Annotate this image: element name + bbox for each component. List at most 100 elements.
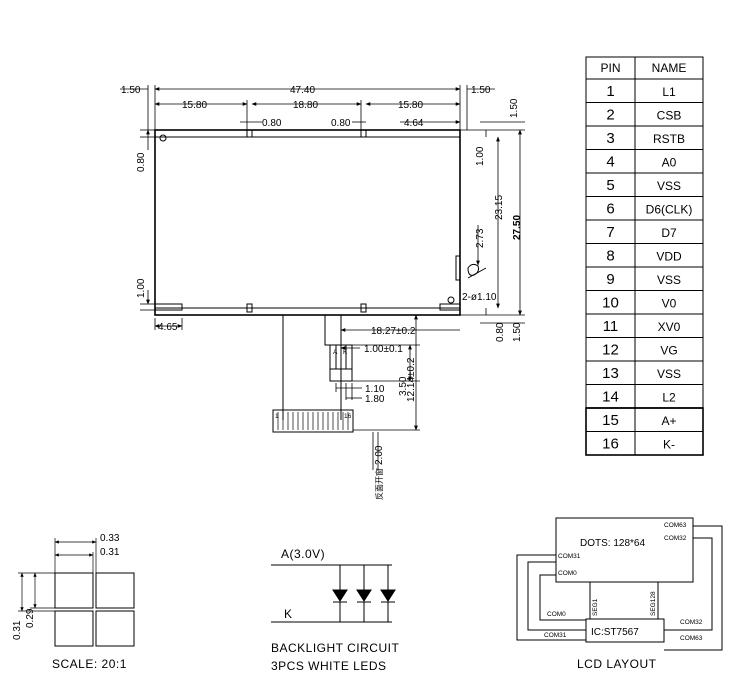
lcd-com32-bottom: COM32	[680, 619, 703, 626]
pixel-dot-3	[54, 610, 94, 647]
anode-label: A(3.0V)	[281, 547, 325, 561]
scale-dot-w: 0.31	[100, 547, 120, 558]
pin-number: 2	[606, 107, 614, 124]
pin-number: 11	[603, 318, 619, 335]
dim-fpc-tab-width: 1.00±0.1	[364, 344, 403, 355]
dim-left-bottom-tab: 1.00	[136, 278, 147, 298]
fpc-pin-last: 16	[344, 413, 352, 420]
top-notch-left	[246, 129, 253, 138]
led-3	[380, 565, 396, 622]
dim-top-left-margin: 1.50	[121, 85, 141, 96]
scale-label: SCALE: 20:1	[52, 657, 127, 671]
dim-bottom-left-offset: 4.65	[158, 322, 178, 333]
pin-name: L2	[662, 391, 676, 405]
dim-left-top-tab: 0.80	[136, 152, 147, 172]
pin-name: V0	[662, 297, 677, 311]
tab-label-a: A	[333, 349, 338, 356]
pin-name: D6(CLK)	[646, 203, 693, 217]
scale-pitch-h: 0.33	[100, 533, 120, 544]
lcd-com0-left: COM0	[558, 570, 577, 577]
dimension-lines	[120, 85, 525, 470]
pin-table-row: 14 L2	[602, 389, 676, 406]
dim-top-right-margin: 1.50	[471, 85, 491, 96]
pin-number: 1	[606, 83, 614, 100]
tab-label-k: K	[343, 349, 348, 356]
pin-number: 16	[602, 436, 619, 453]
lcd-com31-left: COM31	[558, 553, 581, 560]
pin-name: K-	[663, 438, 675, 452]
pin-number: 10	[602, 295, 619, 312]
pin-number: 5	[606, 177, 614, 194]
lcd-com63-top: COM63	[664, 522, 687, 529]
pixel-dot-1	[54, 572, 94, 609]
pin-table-row: 2 CSB	[606, 107, 681, 124]
dim-fpc-offset: 18.27±0.2	[371, 326, 416, 337]
dim-fpc-tab-height: 3.50	[398, 376, 409, 396]
lcd-com32-top: COM32	[664, 535, 687, 542]
dim-right-height-total: 27.50	[512, 215, 523, 240]
pixel-dot-4	[95, 610, 135, 647]
lcd-layout-caption: LCD LAYOUT	[577, 657, 657, 671]
cathode-label: K	[284, 607, 293, 621]
pin-table-row: 10 V0	[602, 295, 677, 312]
right-bracket	[455, 255, 461, 281]
pin-table-row: 3 RSTB	[606, 130, 685, 147]
dim-fpc-bend-width: 2.00	[374, 445, 385, 465]
fpc-tail	[272, 314, 354, 433]
pin-table-row: 5 VSS	[606, 177, 681, 194]
scale-pitch-v: 0.31	[12, 620, 23, 640]
dim-segment-right: 15.80	[398, 100, 423, 111]
pin-number: 9	[606, 271, 614, 288]
pin-name: VSS	[657, 179, 681, 193]
mount-hole-bottom-right	[447, 296, 455, 304]
dim-segment-left: 15.80	[182, 100, 207, 111]
pin-name: VDD	[656, 250, 682, 264]
pin-number: 3	[606, 130, 614, 147]
mount-hole-top-left	[159, 134, 167, 142]
pin-number: 14	[602, 389, 619, 406]
right-hole-detail	[467, 263, 479, 276]
lcd-com0-bottom: COM0	[547, 611, 566, 618]
lcd-com63-bottom: COM63	[680, 635, 703, 642]
backlight-caption-2: 3PCS WHITE LEDS	[271, 659, 387, 673]
pin-table-row: 16 K-	[602, 436, 675, 453]
lcd-seg128: SEG128	[650, 591, 657, 616]
fpc-note: 反面开窗	[374, 468, 384, 500]
pin-number: 6	[606, 201, 614, 218]
left-bottom-tab	[154, 303, 183, 311]
pixel-dot-2	[95, 572, 135, 609]
dim-right-bottom-margin: 1.50	[512, 322, 523, 342]
pin-table-header-name: NAME	[652, 61, 687, 75]
pin-number: 4	[606, 154, 614, 171]
pin-number: 12	[602, 342, 619, 359]
lcd-layout-diagram	[516, 517, 723, 651]
right-bottom-tab	[439, 303, 461, 311]
pin-table-header-pin: PIN	[600, 61, 620, 75]
lcd-seg1: SEG1	[592, 598, 599, 616]
dim-right-top-tab: 1.00	[475, 146, 486, 166]
led-1	[332, 565, 348, 622]
scale-dot-h: 0.29	[25, 608, 36, 628]
pin-table-row: 7 D7	[606, 224, 677, 241]
dim-notch-left: 0.80	[262, 118, 282, 129]
pin-name: CSB	[657, 109, 682, 123]
dim-notch-offset: 4.64	[404, 118, 424, 129]
pin-number: 7	[606, 224, 614, 241]
pin-name: D7	[661, 226, 677, 240]
pin-table-row: 13 VSS	[602, 365, 681, 382]
backlight-circuit	[271, 564, 396, 623]
bottom-notch-left	[246, 303, 253, 313]
fpc-connector-pads	[272, 409, 354, 433]
dim-fpc-length: 12.14±0.2	[406, 357, 417, 402]
pin-name: VSS	[657, 367, 681, 381]
pin-number: 13	[602, 365, 619, 382]
module-body	[154, 129, 461, 316]
pin-name: VG	[660, 344, 677, 358]
pin-table-backlight-rows	[585, 407, 704, 456]
pin-name: RSTB	[653, 132, 685, 146]
lcd-com31-bottom: COM31	[544, 632, 567, 639]
